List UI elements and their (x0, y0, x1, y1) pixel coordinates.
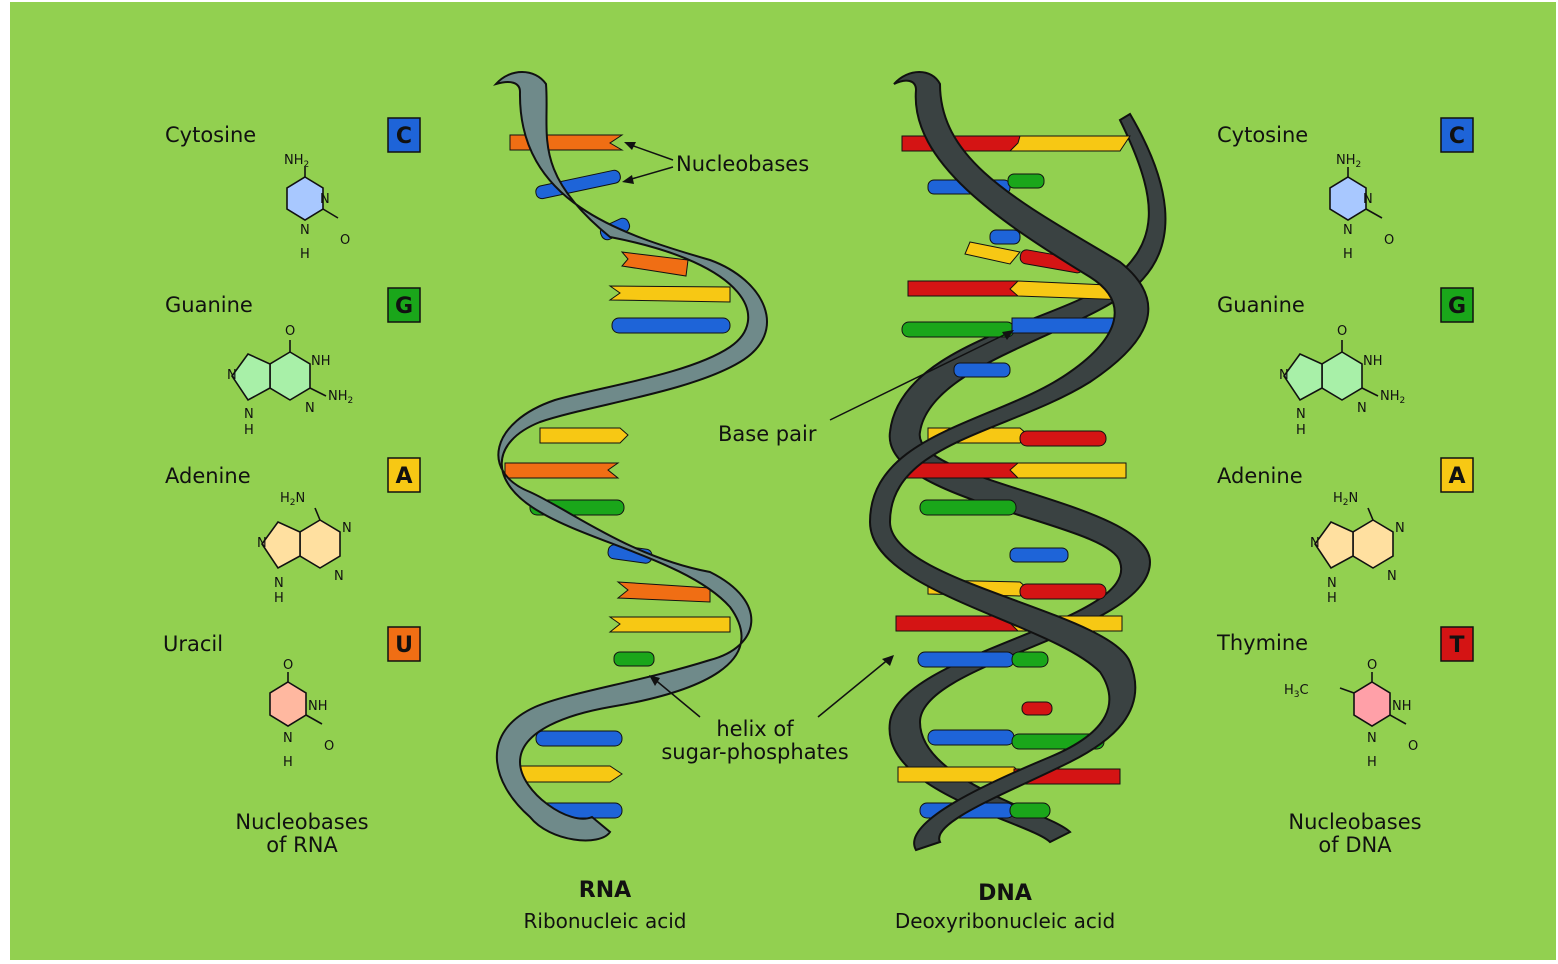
hydrogen-label: H (1327, 591, 1337, 606)
oxygen-label: O (1384, 233, 1394, 248)
dna-legend-caption-1: Nucleobases (1288, 810, 1421, 834)
nitrogen-label: N (320, 192, 330, 207)
rna-uracil-name: Uracil (163, 632, 223, 656)
dna-base-pair (918, 652, 1048, 667)
dna-base-pair (990, 230, 1020, 244)
dna-guanine-letter: G (1448, 294, 1466, 319)
nh-label: NH (1363, 354, 1383, 369)
amino-group-label: NH (328, 389, 348, 404)
oxygen-label: O (1408, 739, 1418, 754)
helix-annotation-line-1: helix of (716, 717, 794, 741)
subscript-label: 2 (348, 396, 354, 406)
rna-rung (614, 652, 654, 666)
nitrogen-label: N (1327, 576, 1337, 591)
rna-rung (610, 617, 730, 632)
dna-thymine-letter: T (1449, 633, 1464, 658)
dna-adenine-letter: A (1448, 464, 1465, 489)
diagram-stage: Cytosine C NH2 N O N H Guanine G O NH NH… (10, 2, 1556, 960)
nitrogen-label: N (1387, 569, 1397, 584)
nitrogen-label: N (305, 401, 315, 416)
dna-thymine-name: Thymine (1216, 631, 1308, 655)
dna-guanine-name: Guanine (1217, 293, 1305, 317)
hydrogen-label: H (1343, 247, 1353, 262)
rna-legend-caption-2: of RNA (266, 833, 338, 857)
dna-adenine-name: Adenine (1217, 464, 1303, 488)
rna-rung (505, 463, 618, 478)
dna-base-pair (920, 500, 1016, 515)
nitrogen-label: N (1367, 731, 1377, 746)
dna-base-pair (896, 463, 1126, 478)
nitrogen-label: N (342, 521, 352, 536)
rna-rung (540, 428, 628, 443)
nitrogen-label: N (1395, 521, 1405, 536)
dna-base-pair (1022, 702, 1052, 715)
rna-rung (612, 318, 730, 333)
rna-adenine-name: Adenine (165, 464, 251, 488)
nitrogen-label: N (244, 407, 254, 422)
amino-group-label: NH (1380, 389, 1400, 404)
dna-base-pair (1010, 548, 1068, 562)
nitrogen-label: N (300, 223, 310, 238)
oxygen-label: O (285, 324, 295, 339)
nitrogen-label: N (274, 576, 284, 591)
hydrogen-label: H (1367, 755, 1377, 770)
amine-h-label: H (1333, 491, 1343, 506)
helix-annotation-line-2: sugar-phosphates (661, 740, 848, 764)
nitrogen-label: N (1349, 491, 1359, 506)
diagram-canvas: Cytosine C NH2 N O N H Guanine G O NH NH… (10, 2, 1556, 960)
nitrogen-label: N (1343, 223, 1353, 238)
nitrogen-label: N (296, 491, 306, 506)
hydrogen-label: H (1296, 423, 1306, 438)
oxygen-label: O (340, 233, 350, 248)
oxygen-label: O (324, 739, 334, 754)
nitrogen-label: N (1310, 536, 1320, 551)
subscript-label: 2 (1356, 160, 1362, 170)
rna-title: RNA (579, 878, 631, 903)
oxygen-label: O (1337, 324, 1347, 339)
rna-guanine-name: Guanine (165, 293, 253, 317)
nitrogen-label: N (257, 536, 267, 551)
dna-title: DNA (978, 881, 1032, 906)
nitrogen-label: N (1279, 368, 1289, 383)
dna-cytosine-letter: C (1449, 124, 1465, 149)
subscript-label: 2 (304, 160, 310, 170)
methyl-h-label: H (1284, 683, 1294, 698)
hydrogen-label: H (274, 591, 284, 606)
amine-h-label: H (280, 491, 290, 506)
dna-base-pair (954, 363, 1010, 377)
rna-adenine-letter: A (395, 464, 412, 489)
nitrogen-label: N (227, 368, 237, 383)
nucleobases-annotation: Nucleobases (676, 152, 809, 176)
oxygen-label: O (283, 658, 293, 673)
amino-group-label: NH (1336, 153, 1356, 168)
carbon-label: C (1300, 683, 1309, 698)
nh-label: NH (1392, 699, 1412, 714)
rna-rung (610, 286, 730, 302)
nitrogen-label: N (1296, 407, 1306, 422)
dna-subtitle: Deoxyribonucleic acid (895, 909, 1115, 933)
nh-label: NH (311, 354, 331, 369)
amino-group-label: NH (284, 153, 304, 168)
rna-subtitle: Ribonucleic acid (523, 909, 686, 933)
nitrogen-label: N (1357, 401, 1367, 416)
hydrogen-label: H (283, 755, 293, 770)
hydrogen-label: H (300, 247, 310, 262)
oxygen-label: O (1367, 658, 1377, 673)
rna-rung (536, 731, 622, 746)
nh-label: NH (308, 699, 328, 714)
base-pair-annotation: Base pair (718, 422, 817, 446)
rna-uracil-letter: U (395, 633, 413, 658)
nitrogen-label: N (334, 569, 344, 584)
dna-cytosine-name: Cytosine (1217, 123, 1308, 147)
rna-guanine-letter: G (395, 294, 413, 319)
rna-legend-caption-1: Nucleobases (235, 810, 368, 834)
subscript-label: 2 (1400, 396, 1406, 406)
nitrogen-label: N (1363, 192, 1373, 207)
rna-cytosine-letter: C (396, 124, 412, 149)
dna-legend-caption-2: of DNA (1318, 833, 1392, 857)
rna-cytosine-name: Cytosine (165, 123, 256, 147)
nitrogen-label: N (283, 731, 293, 746)
hydrogen-label: H (244, 423, 254, 438)
